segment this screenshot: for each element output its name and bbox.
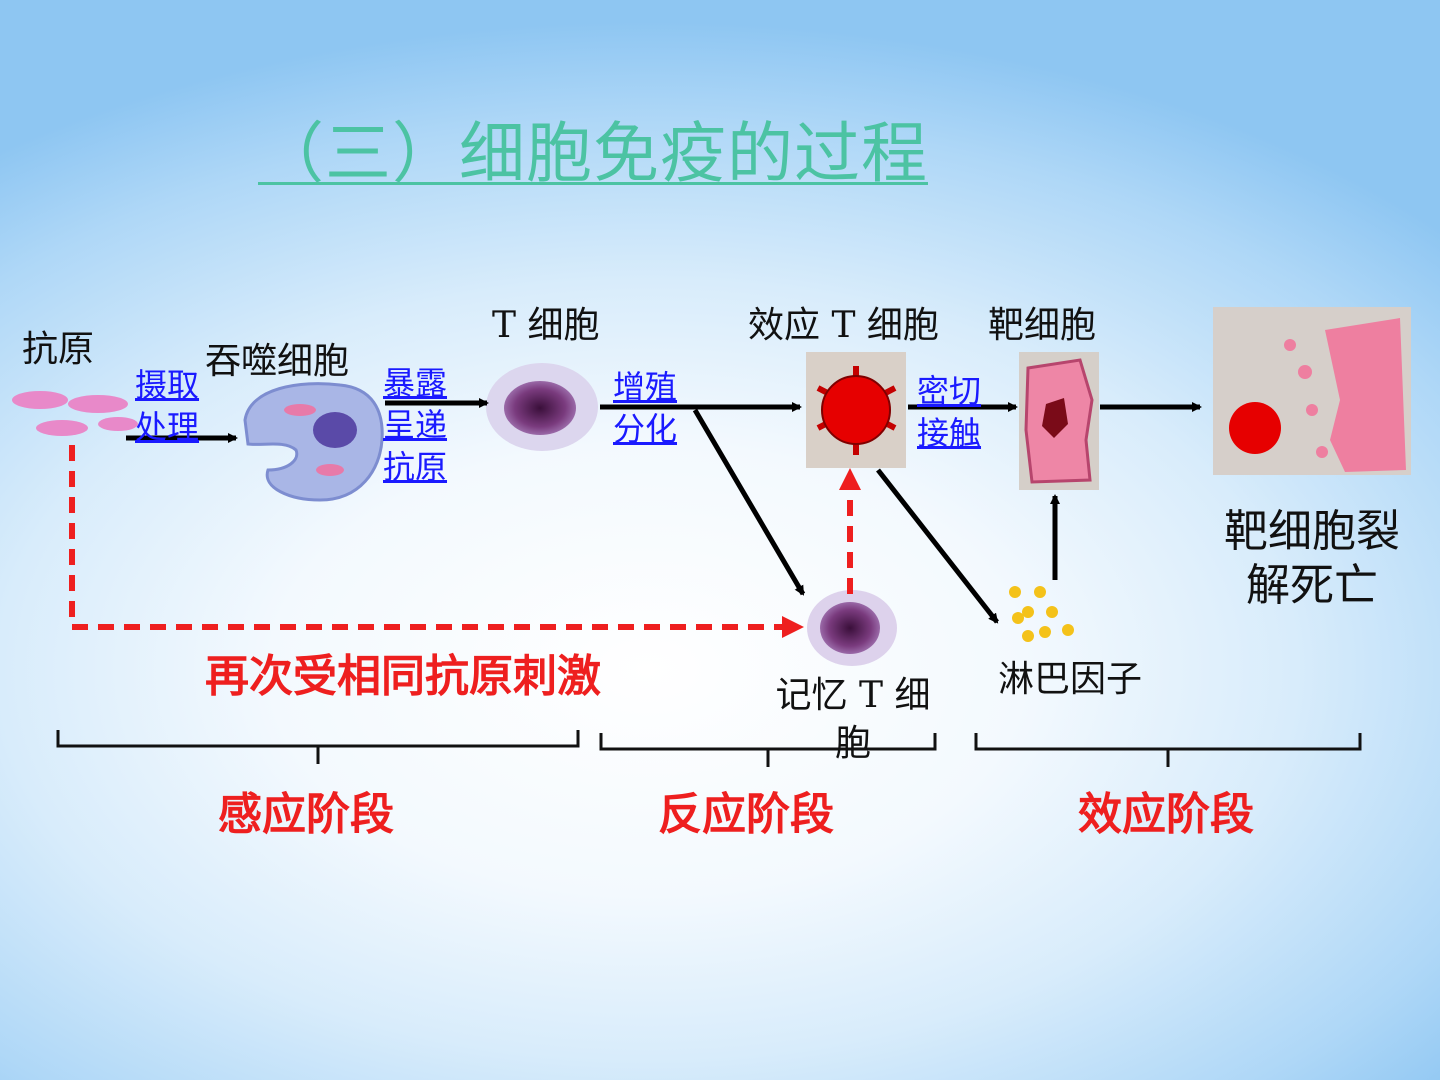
phagocyte-cell (243, 382, 384, 502)
memory-t-cell (807, 590, 897, 666)
brace-effect (974, 733, 1362, 767)
label-target-lysis: 靶细胞裂解死亡 (1224, 506, 1400, 611)
label-antigen: 抗原 (22, 329, 95, 370)
step-uptake: 摄取处理 (135, 366, 200, 446)
lymphokine-dots (1009, 586, 1074, 642)
t-cell (486, 363, 598, 451)
page-title: （三）细胞免疫的过程 (258, 115, 928, 192)
step-present: 暴露呈递抗原 (383, 364, 448, 486)
label-effector-t-cell: 效应 T 细胞 (748, 305, 939, 346)
process-arrows (126, 398, 1202, 624)
brace-reaction (599, 733, 937, 767)
arrow-effector-to-lymphokine (876, 468, 999, 624)
label-phagocyte: 吞噬细胞 (205, 341, 350, 382)
label-target-cell: 靶细胞 (988, 305, 1097, 346)
dashed-arrow-antigen-to-memory (69, 445, 804, 638)
target-lysis-image (1213, 307, 1411, 475)
effector-t-cell (806, 352, 906, 468)
stage-effect: 效应阶段 (1078, 789, 1254, 840)
brace-induction (56, 730, 580, 764)
label-memory-t-cell: 记忆 T 细胞 (775, 675, 931, 764)
stage-reaction: 反应阶段 (658, 789, 834, 840)
step-proliferate: 增殖分化 (613, 368, 678, 448)
label-t-cell: T 细胞 (492, 305, 600, 346)
stage-braces (56, 730, 1362, 767)
antigen-particles (12, 391, 138, 436)
arrow-tcell-to-memory (692, 408, 806, 596)
label-restimulation: 再次受相同抗原刺激 (205, 651, 601, 702)
restimulation-arrows (69, 445, 861, 638)
target-cell (1019, 352, 1099, 490)
label-lymphokine: 淋巴因子 (998, 659, 1143, 700)
step-contact: 密切接触 (917, 372, 982, 452)
stage-induction: 感应阶段 (218, 789, 394, 840)
